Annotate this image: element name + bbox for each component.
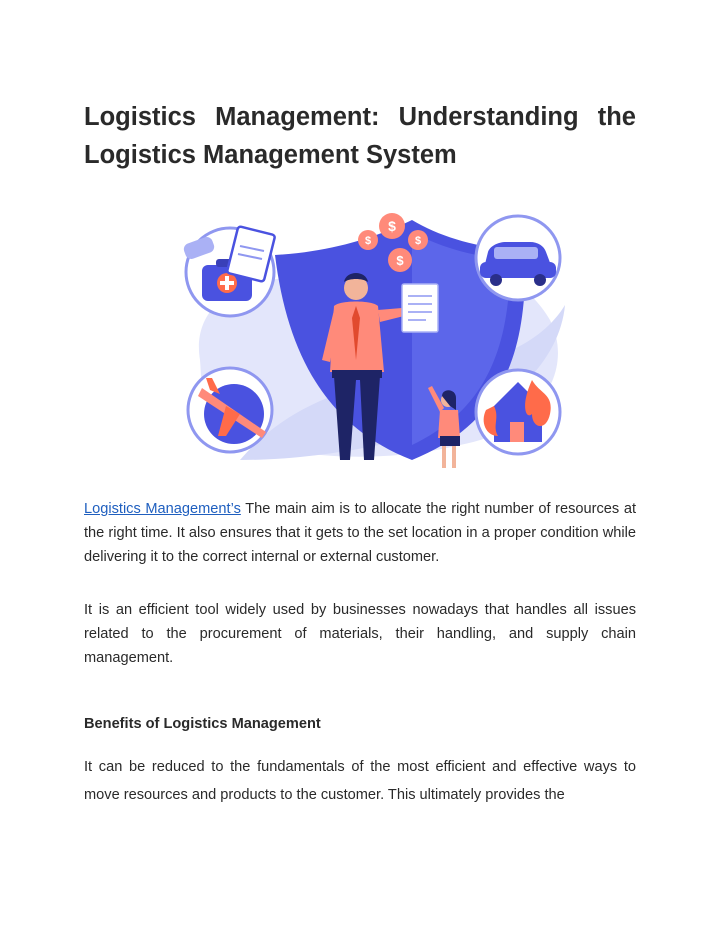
tool-paragraph: It is an efficient tool widely used by b… [84, 602, 636, 666]
woman-figure [428, 386, 460, 468]
clipboard-icon [226, 225, 276, 283]
airplane-icon [186, 366, 274, 454]
title-word: the [597, 103, 636, 131]
pills-icon [183, 237, 215, 259]
document-icon [401, 283, 439, 333]
benefits-heading: Benefits of Logistics Management [84, 716, 321, 732]
title-word: Management: [215, 103, 380, 131]
insurance-illustration: $ $ $ $ [183, 213, 565, 468]
svg-text:$: $ [396, 253, 404, 268]
svg-text:$: $ [365, 235, 371, 247]
benefits-paragraph: It can be reduced to the fundamentals of… [84, 759, 636, 803]
svg-text:$: $ [388, 218, 396, 234]
businessman-figure [322, 273, 404, 460]
intro-text: The main aim is to allocate the right nu… [84, 501, 636, 565]
car-icon [474, 214, 562, 302]
dollar-coin-icon: $ $ $ $ [358, 213, 428, 272]
logistics-management-link[interactable]: Logistics Management’s [84, 501, 241, 517]
svg-text:$: $ [415, 235, 421, 247]
title-line-2: Logistics Management System [84, 141, 457, 169]
title-line-1: Logistics Management: Understanding the [84, 98, 636, 136]
page-title: Logistics Management: Understanding the … [84, 98, 636, 174]
title-word: Logistics [84, 103, 196, 131]
intro-paragraph: Logistics Management’s The main aim is t… [84, 497, 636, 569]
title-word: Understanding [398, 103, 579, 131]
house-fire-icon [474, 368, 562, 456]
